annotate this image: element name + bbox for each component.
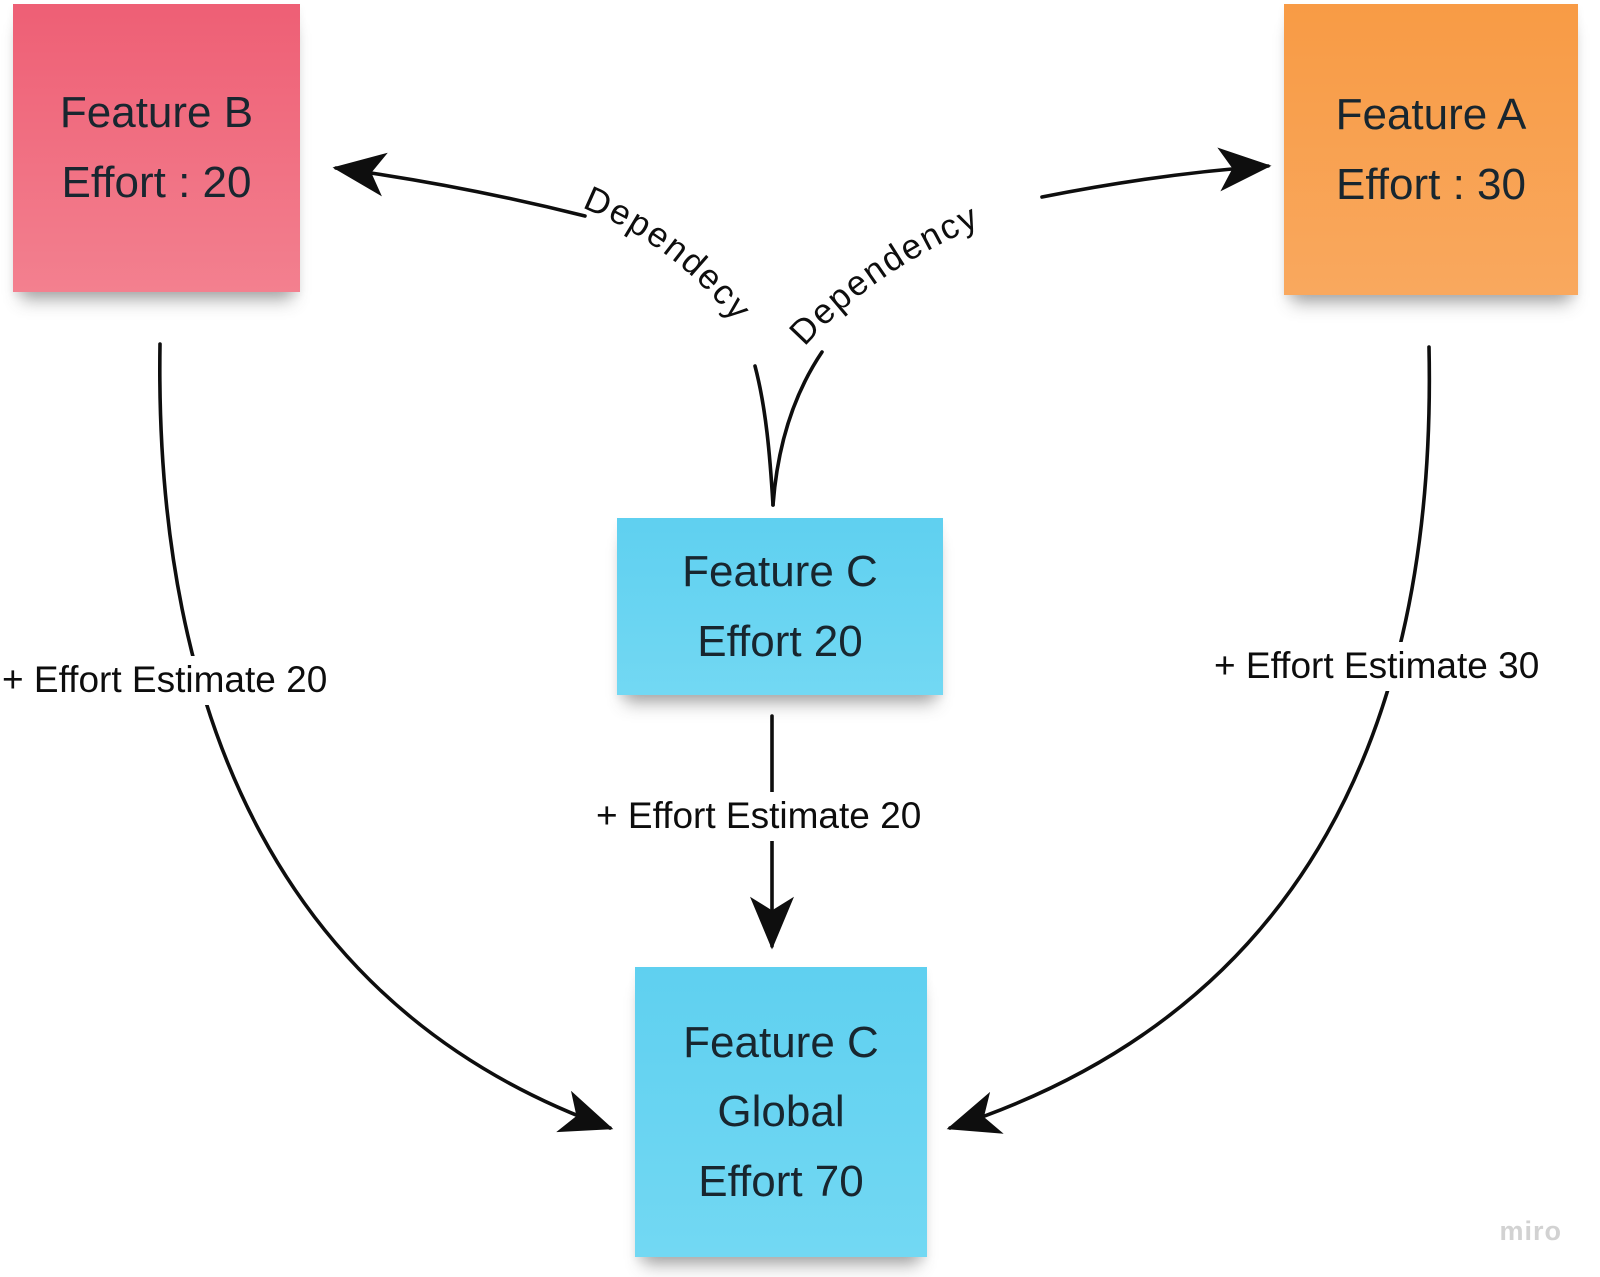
note-effort: Effort : 20: [61, 158, 252, 207]
dependency-to-b-label[interactable]: Dependecy: [579, 179, 760, 329]
effort-a-to-global-label[interactable]: + Effort Estimate 30: [1206, 642, 1548, 691]
note-title: Feature A: [1335, 89, 1527, 139]
connector-dependency-to-b[interactable]: [332, 152, 587, 218]
note-title: Feature C: [683, 1017, 879, 1067]
note-effort: Effort 70: [698, 1156, 864, 1206]
sticky-note-feature-c[interactable]: Feature C Effort 20: [617, 518, 943, 695]
connector-dependency-to-a[interactable]: [1040, 147, 1272, 199]
connector-effort-a-to-global[interactable]: [946, 345, 1432, 1134]
dependency-to-a-label[interactable]: Dependency: [782, 197, 985, 353]
miro-watermark: miro: [1499, 1216, 1562, 1246]
connector-dependency-to-a-stub[interactable]: [771, 350, 824, 507]
note-title: Feature C: [682, 546, 878, 596]
sticky-note-feature-a[interactable]: Feature A Effort : 30: [1284, 4, 1578, 295]
effort-c-to-global-label[interactable]: + Effort Estimate 20: [588, 792, 930, 841]
connector-effort-b-to-global[interactable]: [158, 342, 614, 1133]
connector-dependency-to-b-stub[interactable]: [753, 364, 775, 507]
effort-b-to-global-label[interactable]: + Effort Estimate 20: [0, 656, 336, 705]
sticky-note-feature-c-global[interactable]: Feature C Global Effort 70: [635, 967, 927, 1257]
note-effort: Effort : 30: [1336, 159, 1526, 209]
note-subtitle: Global: [717, 1087, 845, 1137]
note-title: Feature B: [59, 88, 254, 138]
sticky-note-feature-b[interactable]: Feature B Effort : 20: [13, 4, 300, 292]
note-effort: Effort 20: [697, 616, 863, 666]
